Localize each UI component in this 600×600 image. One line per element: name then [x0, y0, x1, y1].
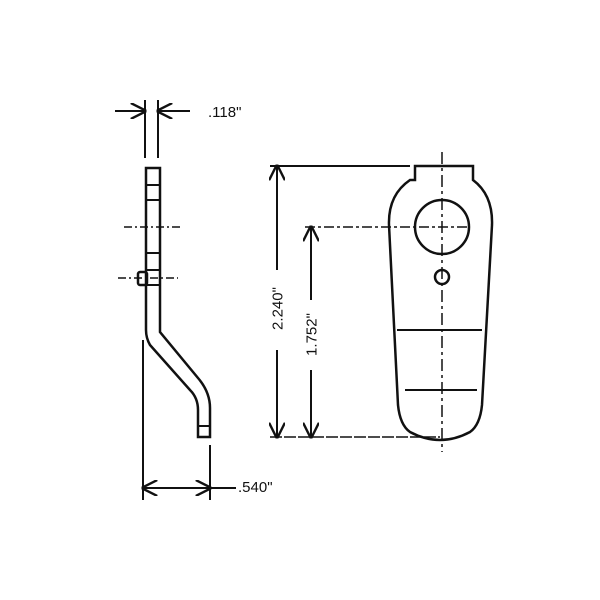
- overall-height-dimension-label: 2.240": [269, 287, 287, 330]
- thickness-dimension-label: .118": [208, 104, 242, 121]
- offset-width-dimension-label: .540": [238, 479, 273, 496]
- side-view: [115, 100, 236, 500]
- hole-to-bottom-dimension-label: 1.752": [303, 313, 321, 356]
- front-view: [270, 152, 494, 452]
